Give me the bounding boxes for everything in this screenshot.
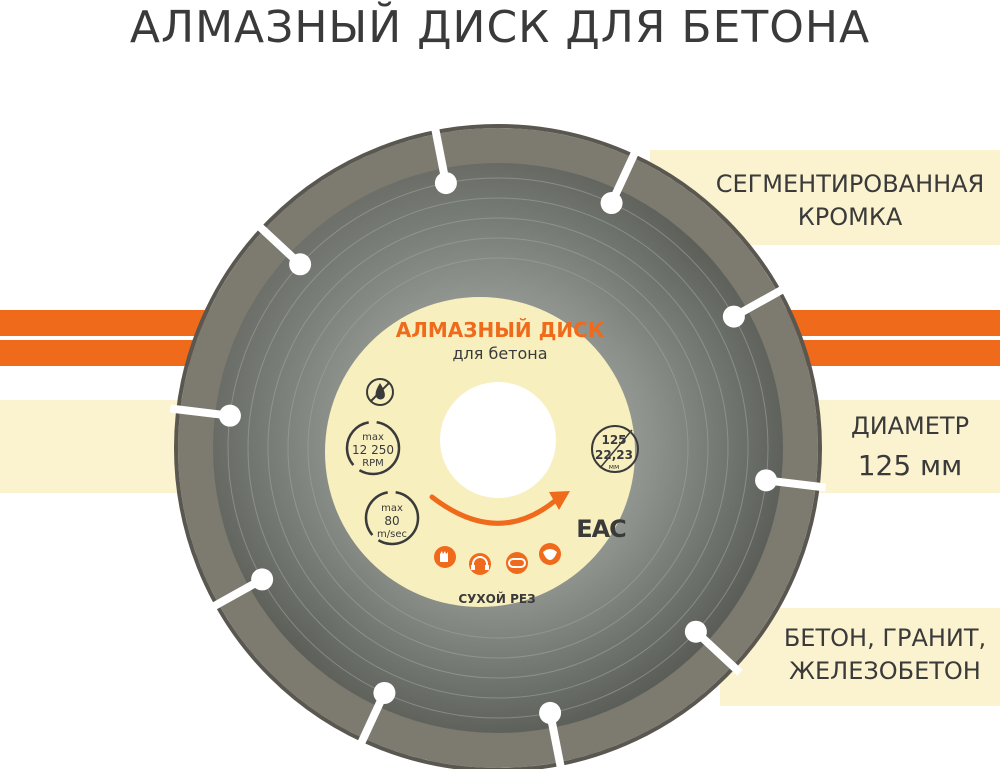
slot-keyhole	[289, 253, 312, 276]
slot-keyhole	[218, 404, 241, 427]
segment-slots	[169, 123, 827, 769]
slot-keyhole	[434, 172, 457, 195]
slot-keyhole	[539, 701, 562, 724]
arbor-hole	[440, 382, 556, 498]
size-bore: 22,23	[595, 448, 633, 462]
speed-value: 80	[384, 514, 399, 528]
rpm-rating: max 12 250 RPM	[345, 420, 401, 476]
no-water-icon	[366, 378, 394, 406]
feature-materials: БЕТОН, ГРАНИТ, ЖЕЛЕЗОБЕТОН	[770, 622, 1000, 688]
gloves-icon	[434, 546, 456, 568]
slot-keyhole	[722, 305, 745, 328]
feature-segmented-edge: СЕГМЕНТИРОВАННАЯ КРОМКА	[700, 168, 1000, 234]
feature-1-line-1: СЕГМЕНТИРОВАННАЯ	[715, 170, 985, 198]
speed-unit: m/sec	[377, 529, 407, 540]
speed-max: max	[381, 503, 403, 514]
feature-2-line-1: ДИАМЕТР	[850, 412, 970, 440]
slot-keyhole	[373, 681, 396, 704]
rotation-arrow-icon	[429, 491, 570, 526]
rpm-value: 12 250	[352, 443, 394, 457]
feature-3-line-2: ЖЕЛЕЗОБЕТОН	[789, 657, 981, 685]
rpm-unit: RPM	[362, 458, 384, 469]
size-diameter: 125	[601, 433, 626, 447]
ear-protection-icon	[469, 553, 491, 575]
eac-mark: EAC	[576, 515, 626, 543]
size-badge: 125 22,23 мм	[591, 425, 639, 473]
slot-keyhole	[755, 469, 778, 492]
goggles-icon	[506, 552, 528, 574]
safety-icons	[434, 543, 561, 575]
speed-rating: max 80 m/sec	[364, 490, 420, 546]
page-title: АЛМАЗНЫЙ ДИСК ДЛЯ БЕТОНА	[129, 2, 871, 53]
feature-2-line-2: 125 мм	[857, 449, 963, 482]
size-unit: мм	[609, 463, 620, 471]
label-subtitle: для бетона	[452, 344, 547, 363]
slot-keyhole	[251, 568, 274, 591]
dry-cut-label: СУХОЙ РЕЗ	[458, 591, 535, 606]
feature-1-line-2: КРОМКА	[797, 203, 903, 231]
mask-icon	[539, 543, 561, 565]
feature-3-line-1: БЕТОН, ГРАНИТ,	[783, 624, 987, 652]
slot-keyhole	[600, 192, 623, 215]
rpm-max: max	[362, 432, 384, 443]
feature-diameter: ДИАМЕТР 125 мм	[820, 410, 1000, 482]
slot-keyhole	[684, 620, 707, 643]
label-title: АЛМАЗНЫЙ ДИСК	[396, 318, 605, 342]
